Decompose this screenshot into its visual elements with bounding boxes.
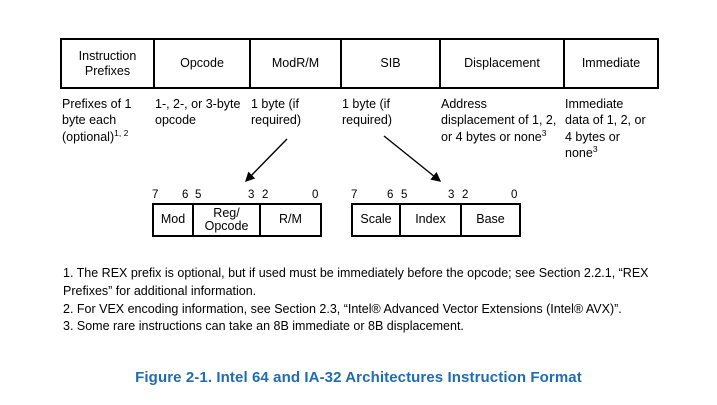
sib-field-index: Index — [401, 205, 462, 235]
format-description-immediate: Immediate data of 1, 2, or 4 bytes or no… — [565, 96, 657, 161]
format-column-header-immediate: Immediate — [581, 56, 641, 71]
footnote-2: 2. For VEX encoding information, see Sec… — [63, 301, 622, 316]
format-description-prefixes: Prefixes of 1 byte each (optional)1, 2 — [62, 96, 155, 161]
modrm-bit-label-5: 5 — [195, 189, 202, 201]
format-description-immediate-superscript: 3 — [592, 143, 598, 154]
sib-bit-label-6: 6 — [387, 189, 394, 201]
modrm-bit-label-7: 7 — [152, 189, 159, 201]
format-description-prefixes-superscript: 1, 2 — [114, 127, 129, 138]
format-description-displacement-superscript: 3 — [541, 127, 547, 138]
format-description-sib-text: 1 byte (if required) — [342, 97, 393, 128]
sib-field-base: Base — [476, 212, 505, 227]
sib-bit-label-7: 7 — [351, 189, 358, 201]
modrm-bit-label-6: 6 — [182, 189, 189, 201]
modrm-bit-labels: 7 6 5 3 2 0 — [152, 188, 322, 203]
modrm-field-rm: R/M — [279, 212, 302, 227]
figure-caption: Figure 2-1. Intel 64 and IA-32 Architect… — [135, 369, 582, 386]
modrm-field-reg-opcode: Reg/ Opcode — [194, 205, 261, 235]
format-column-header-sib: SIB — [342, 40, 441, 87]
format-description-opcode: 1-, 2-, or 3-byte opcode — [155, 96, 251, 161]
sib-bit-label-0: 0 — [511, 189, 518, 201]
sib-bit-label-5: 5 — [401, 189, 408, 201]
format-column-header-prefixes: Instruction Prefixes — [62, 40, 155, 87]
format-column-header-displacement: Displacement — [441, 40, 565, 87]
format-column-descriptions: Prefixes of 1 byte each (optional)1, 2 1… — [62, 96, 661, 161]
format-description-modrm-text: 1 byte (if required) — [251, 97, 302, 128]
instruction-format-table: Instruction Prefixes Opcode ModR/M SIB D… — [60, 38, 659, 89]
format-description-prefixes-text: Prefixes of 1 byte each (optional) — [62, 97, 132, 144]
sib-bit-label-2: 2 — [462, 189, 469, 201]
format-column-header-modrm: ModR/M — [251, 40, 342, 87]
format-description-immediate-text: Immediate data of 1, 2, or 4 bytes or no… — [565, 97, 646, 160]
sib-bit-labels: 7 6 5 3 2 0 — [351, 188, 521, 203]
modrm-bit-label-0: 0 — [312, 189, 319, 201]
modrm-bit-label-2: 2 — [262, 189, 269, 201]
modrm-bit-box: Mod Reg/ Opcode R/M — [152, 203, 322, 237]
format-description-opcode-text: 1-, 2-, or 3-byte opcode — [155, 97, 241, 128]
sib-bit-label-3: 3 — [448, 189, 455, 201]
format-description-sib: 1 byte (if required) — [342, 96, 441, 161]
modrm-byte-diagram: 7 6 5 3 2 0 Mod Reg/ Opcode R/M — [152, 188, 322, 237]
format-description-modrm: 1 byte (if required) — [251, 96, 342, 161]
footnote-3: 3. Some rare instructions can take an 8B… — [63, 319, 464, 334]
sib-byte-diagram: 7 6 5 3 2 0 Scale Index Base — [351, 188, 521, 237]
modrm-field-mod: Mod — [154, 205, 194, 235]
figure-footnotes: 1. The REX prefix is optional, but if us… — [63, 265, 663, 336]
modrm-bit-label-3: 3 — [248, 189, 255, 201]
sib-bit-box: Scale Index Base — [351, 203, 521, 237]
footnote-1: 1. The REX prefix is optional, but if us… — [63, 266, 649, 298]
format-description-displacement: Address displacement of 1, 2, or 4 bytes… — [441, 96, 565, 161]
format-column-header-opcode: Opcode — [155, 40, 251, 87]
sib-field-scale: Scale — [353, 205, 401, 235]
format-description-displacement-text: Address displacement of 1, 2, or 4 bytes… — [441, 97, 557, 144]
